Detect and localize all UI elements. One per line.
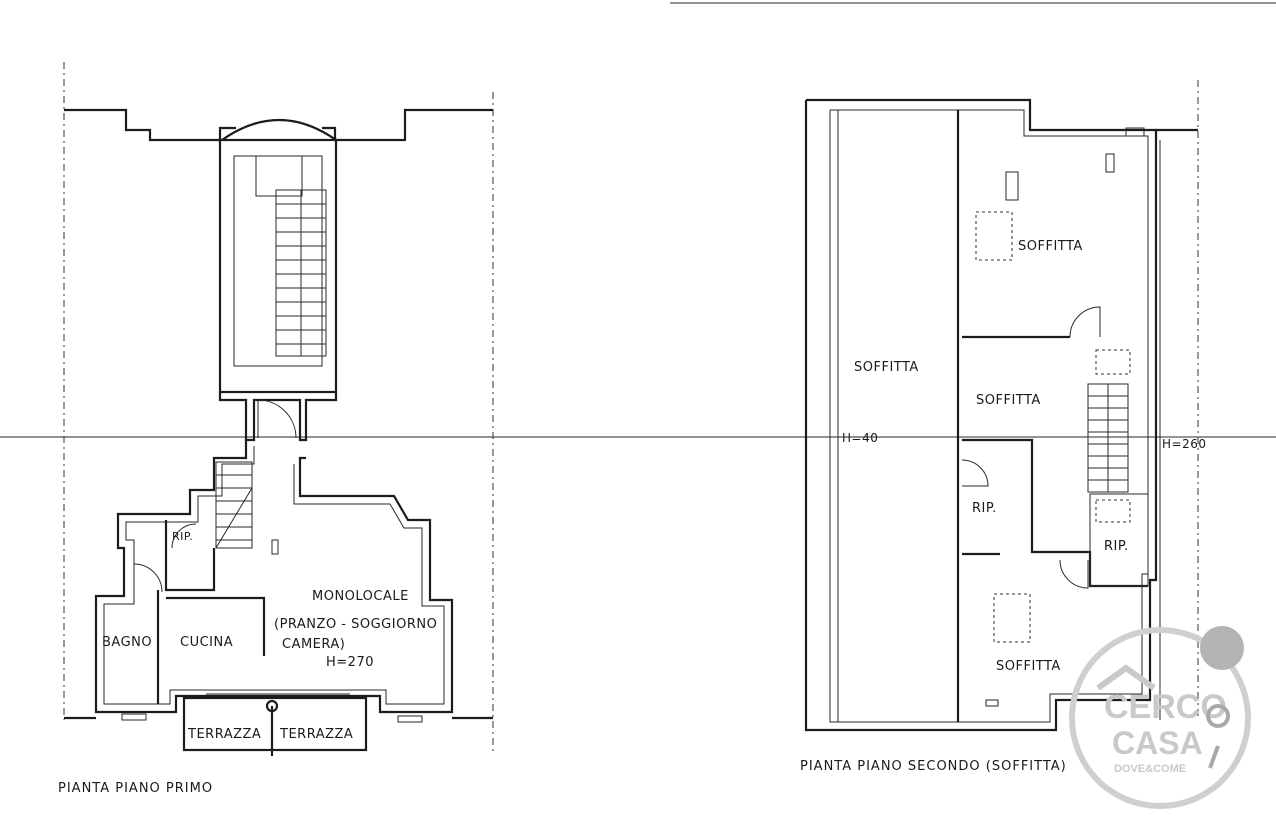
watermark-text-dove-come: DOVE&COME	[1114, 763, 1186, 775]
room-label-terrazza-left: TERRAZZA	[187, 727, 261, 742]
window-right	[397, 715, 423, 723]
chimney-rip	[1095, 499, 1131, 523]
watermark-ring	[1069, 627, 1251, 809]
attic-stair	[1087, 383, 1129, 493]
tower-base	[218, 392, 338, 442]
floor1-caption: PIANTA PIANO PRIMO	[58, 781, 213, 796]
room-label-terrazza-right: TERRAZZA	[279, 727, 353, 742]
skylight-mid	[1095, 349, 1131, 375]
room-label-rip-left: RIP.	[972, 501, 997, 516]
stair-tower	[218, 138, 338, 394]
room-height-floor1: H=270	[326, 655, 374, 670]
apartment-outer-wall-inner	[103, 446, 445, 705]
room-label-soffitta-bottom: SOFFITTA	[996, 659, 1061, 674]
attic-door-top	[1069, 306, 1101, 338]
watermark-text-cerco: CERCO	[1104, 688, 1227, 726]
skylight-bottom	[993, 593, 1031, 643]
chimney-top	[1005, 171, 1019, 201]
cucina-wall	[166, 596, 266, 656]
floor2-plan: SOFFITTA SOFFITTA SOFFITTA SOFFITTA RIP.…	[800, 80, 1206, 774]
column-mark	[271, 539, 279, 555]
room-label-monolocale: MONOLOCALE	[312, 589, 409, 604]
rip-door-swing	[171, 523, 197, 549]
stair-tower-arch	[221, 118, 337, 141]
window-top	[1125, 127, 1145, 137]
room-label-soffitta-mid: SOFFITTA	[976, 393, 1041, 408]
stair-landing	[255, 155, 303, 197]
watermark-pin-icon	[1206, 704, 1231, 769]
entry-door-swing	[257, 399, 297, 439]
floor1-plan: BAGNO CUCINA RIP. MONOLOCALE (PRANZO - S…	[58, 62, 494, 796]
attic-outer-wall-inner	[829, 109, 1149, 723]
floor2-caption: PIANTA PIANO SECONDO (SOFFITTA)	[800, 759, 1067, 774]
terrazza-outline	[182, 696, 368, 752]
room-label-bagno: BAGNO	[102, 635, 152, 650]
room-label-soffitta-top: SOFFITTA	[1018, 239, 1083, 254]
room-label-monolocale-sub1: (PRANZO - SOGGIORNO	[274, 617, 437, 632]
watermark-logo: CERCO CASA DOVE&COME	[1069, 626, 1251, 809]
attic-outer-wall	[804, 98, 1158, 732]
room-height-right: H=260	[1162, 437, 1206, 451]
internal-stair	[215, 461, 253, 549]
rip-wall	[164, 520, 216, 592]
watermark-text-casa: CASA	[1112, 725, 1203, 761]
room-label-rip: RIP.	[172, 530, 193, 543]
neighbour-outline	[64, 108, 236, 142]
attic-door-bottom	[1059, 559, 1089, 589]
vent-small	[985, 699, 999, 707]
room-label-soffitta-big: SOFFITTA	[854, 360, 919, 375]
room-label-monolocale-sub2: CAMERA)	[282, 637, 345, 652]
watermark-dot-icon	[1200, 626, 1244, 670]
chimney-top2	[1105, 153, 1115, 173]
attic-rip-right	[1089, 493, 1149, 587]
room-height-left: H=40	[842, 431, 878, 445]
terrazza-column	[265, 699, 279, 713]
window-left	[121, 713, 147, 721]
attic-door-rip	[961, 459, 989, 487]
watermark-house-icon	[1096, 664, 1156, 691]
room-label-rip-right: RIP.	[1104, 539, 1129, 554]
room-label-cucina: CUCINA	[180, 635, 233, 650]
stair-flight-main	[275, 189, 327, 357]
apartment-outer-wall	[94, 440, 454, 714]
bagno-door-swing	[133, 563, 163, 593]
neighbour-outline-right	[322, 108, 493, 142]
skylight-top	[975, 211, 1013, 261]
stair-tower-inner	[233, 155, 323, 367]
